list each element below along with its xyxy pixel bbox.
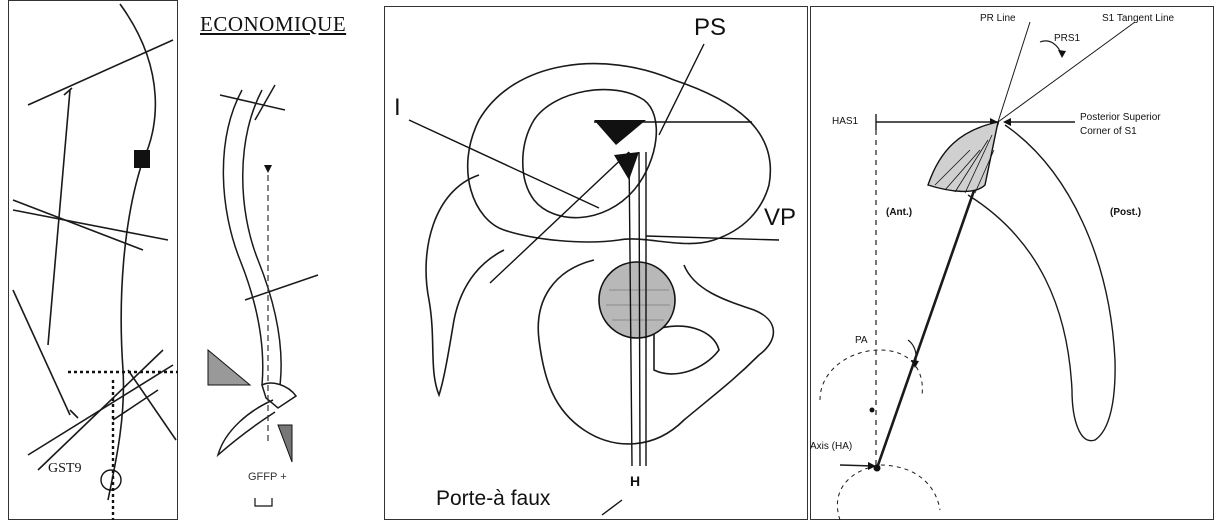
prs1-arrowhead	[1058, 50, 1066, 58]
sacral-triangle-2	[614, 152, 639, 180]
vp-leader	[646, 236, 779, 240]
gffp-label: GFFP +	[248, 472, 287, 483]
porte-a-faux-label: Porte-à faux	[436, 488, 550, 509]
vertical-line-2	[639, 152, 640, 466]
bracket	[255, 498, 272, 506]
axis-circle-upper	[820, 350, 922, 400]
hatched-triangle-left	[208, 350, 250, 385]
obturator	[654, 326, 719, 374]
panel-3-pelvis: PS I VP H Porte-à faux	[384, 0, 808, 520]
hatched-triangle-right	[278, 425, 292, 462]
vp-label: VP	[764, 206, 796, 230]
center-point	[870, 408, 875, 413]
s1-tangent-label: S1 Tangent Line	[1102, 14, 1174, 24]
ant-label: (Ant.)	[886, 208, 912, 218]
panel-1-spine-schema: GST9	[8, 0, 178, 520]
axis-ha-label: Axis (HA)	[810, 442, 852, 452]
panel-2-economique: ECONOMIQUE GFFP +	[180, 0, 382, 520]
vertebra-line-5	[38, 350, 163, 470]
femoral-head	[599, 262, 675, 338]
vertebra-line-2	[13, 210, 168, 240]
coccyx-curve	[218, 400, 275, 455]
panel-4-drawing	[810, 0, 1216, 520]
ps-label: PS	[694, 16, 726, 40]
mid-line	[245, 275, 318, 300]
pr-line-label: PR Line	[980, 14, 1016, 24]
prs1-label: PRS1	[1054, 34, 1080, 44]
axis-circle-lower	[837, 465, 940, 520]
panel-1-drawing	[8, 0, 178, 520]
top-line-1	[220, 95, 285, 110]
spine-curve	[108, 4, 155, 500]
panel-3-drawing	[384, 0, 808, 520]
short-tick-2	[70, 410, 78, 418]
left-spine-tail	[426, 175, 504, 395]
corner-label-line-1: Posterior Superior	[1080, 113, 1161, 123]
corner-label-line-2: Corner of S1	[1080, 127, 1137, 137]
corner-arrowhead	[1003, 118, 1011, 126]
sacrum-outer	[968, 125, 1115, 441]
bottom-tick	[602, 500, 622, 515]
post-label: (Post.)	[1110, 208, 1141, 218]
spine-left-edge	[223, 90, 262, 385]
panel-2-drawing	[180, 0, 382, 520]
arrow-head	[264, 165, 272, 173]
has1-label: HAS1	[832, 117, 858, 127]
vertebra-line-3	[13, 200, 143, 250]
top-line-2	[255, 85, 275, 120]
apex-marker	[134, 150, 150, 168]
axis-point	[874, 465, 881, 472]
gst9-label: GST9	[48, 462, 81, 476]
sacral-triangle-1	[594, 120, 646, 145]
h-label: H	[630, 474, 640, 488]
pa-label: PA	[855, 336, 868, 346]
i-label: I	[394, 96, 401, 120]
sacrum	[262, 383, 296, 408]
pr-line	[998, 22, 1030, 122]
oblique-line	[490, 152, 629, 283]
i-leader	[409, 120, 599, 208]
panel-4-sacral-measure: PR Line S1 Tangent Line PRS1 HAS1 Poster…	[810, 0, 1216, 520]
perpendicular-2	[13, 290, 70, 415]
